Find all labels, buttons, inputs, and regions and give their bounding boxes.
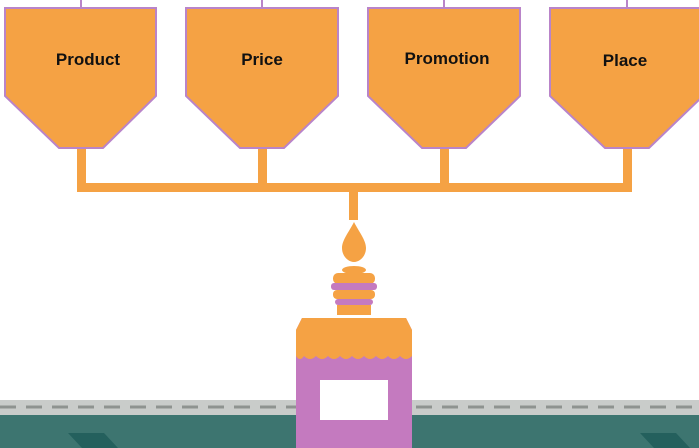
pipe-center-spout	[349, 192, 358, 220]
pipe-network	[77, 148, 632, 220]
hopper-place	[549, 0, 699, 149]
bottle-label	[320, 380, 388, 420]
pipe-horizontal	[77, 183, 632, 192]
hopper-promotion	[367, 0, 521, 149]
hopper-label-promotion: Promotion	[404, 49, 490, 68]
hopper-price	[185, 0, 339, 149]
pipe-down-product	[77, 148, 86, 188]
hopper-product	[4, 0, 157, 149]
chevron-right-icon	[68, 433, 118, 448]
hopper-label-product: Product	[55, 50, 121, 69]
chevron-right-icon	[640, 433, 690, 448]
hopper-label-price: Price	[241, 50, 283, 69]
droplet-icon	[342, 222, 366, 262]
pipe-down-place	[623, 148, 632, 188]
bottle-icon	[296, 266, 412, 448]
pipe-down-price	[258, 148, 267, 188]
pipe-down-promotion	[440, 148, 449, 188]
hopper-label-place: Place	[602, 51, 648, 70]
